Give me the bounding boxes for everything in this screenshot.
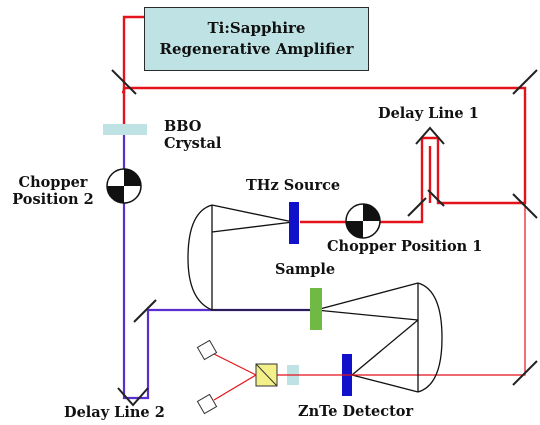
delay-line-1-retro — [415, 126, 445, 145]
bbo-label-line1: BBO — [164, 118, 202, 135]
detector-label: ZnTe Detector — [298, 403, 414, 420]
mirror-top-left — [111, 69, 137, 95]
delay-line-2-label: Delay Line 2 — [64, 404, 165, 421]
mirror-bottom-right — [512, 360, 538, 386]
bbo-crystal — [103, 124, 147, 135]
chopper-2-icon — [106, 168, 142, 204]
polarizing-beamsplitter — [255, 363, 278, 387]
laser-source-box: Ti:Sapphire Regenerative Amplifier — [144, 7, 369, 71]
sample — [310, 288, 322, 330]
laser-name-line2: Regenerative Amplifier — [159, 40, 354, 58]
mirror-delay1-left — [407, 197, 427, 217]
chopper-1-icon — [345, 203, 381, 239]
chopper-1-label: Chopper Position 1 — [327, 238, 483, 255]
chopper-2-label-line1: Chopper — [18, 174, 88, 191]
blue-beam-path — [122, 134, 316, 400]
sample-label: Sample — [275, 261, 336, 278]
thz-source — [289, 202, 299, 244]
mirror-top-right — [512, 69, 538, 95]
delay-line-2-retro — [117, 387, 149, 407]
chopper-2-label-line2: Position 2 — [12, 191, 94, 208]
mirror-delay1-bottom — [427, 189, 445, 207]
delay-line-1-label: Delay Line 1 — [378, 105, 479, 122]
probe-beam-to-photodiode-top — [213, 353, 257, 376]
bbo-label: BBO Crystal — [164, 118, 221, 152]
pump-beam-output — [122, 15, 144, 94]
probe-beam-right — [357, 88, 526, 376]
photodiode-bottom — [196, 393, 218, 415]
laser-name-line1: Ti:Sapphire — [207, 19, 306, 37]
thz-source-label: THz Source — [246, 177, 341, 194]
photodiode-top — [196, 339, 218, 361]
chopper-2-label: Chopper Position 2 — [4, 174, 102, 208]
mirror-right-mid — [512, 193, 538, 219]
mirror-delay2-top — [133, 299, 157, 323]
thz-beam-cone — [187, 204, 443, 393]
probe-beam-to-photodiode-bottom — [213, 374, 257, 401]
bbo-label-line2: Crystal — [164, 135, 222, 152]
